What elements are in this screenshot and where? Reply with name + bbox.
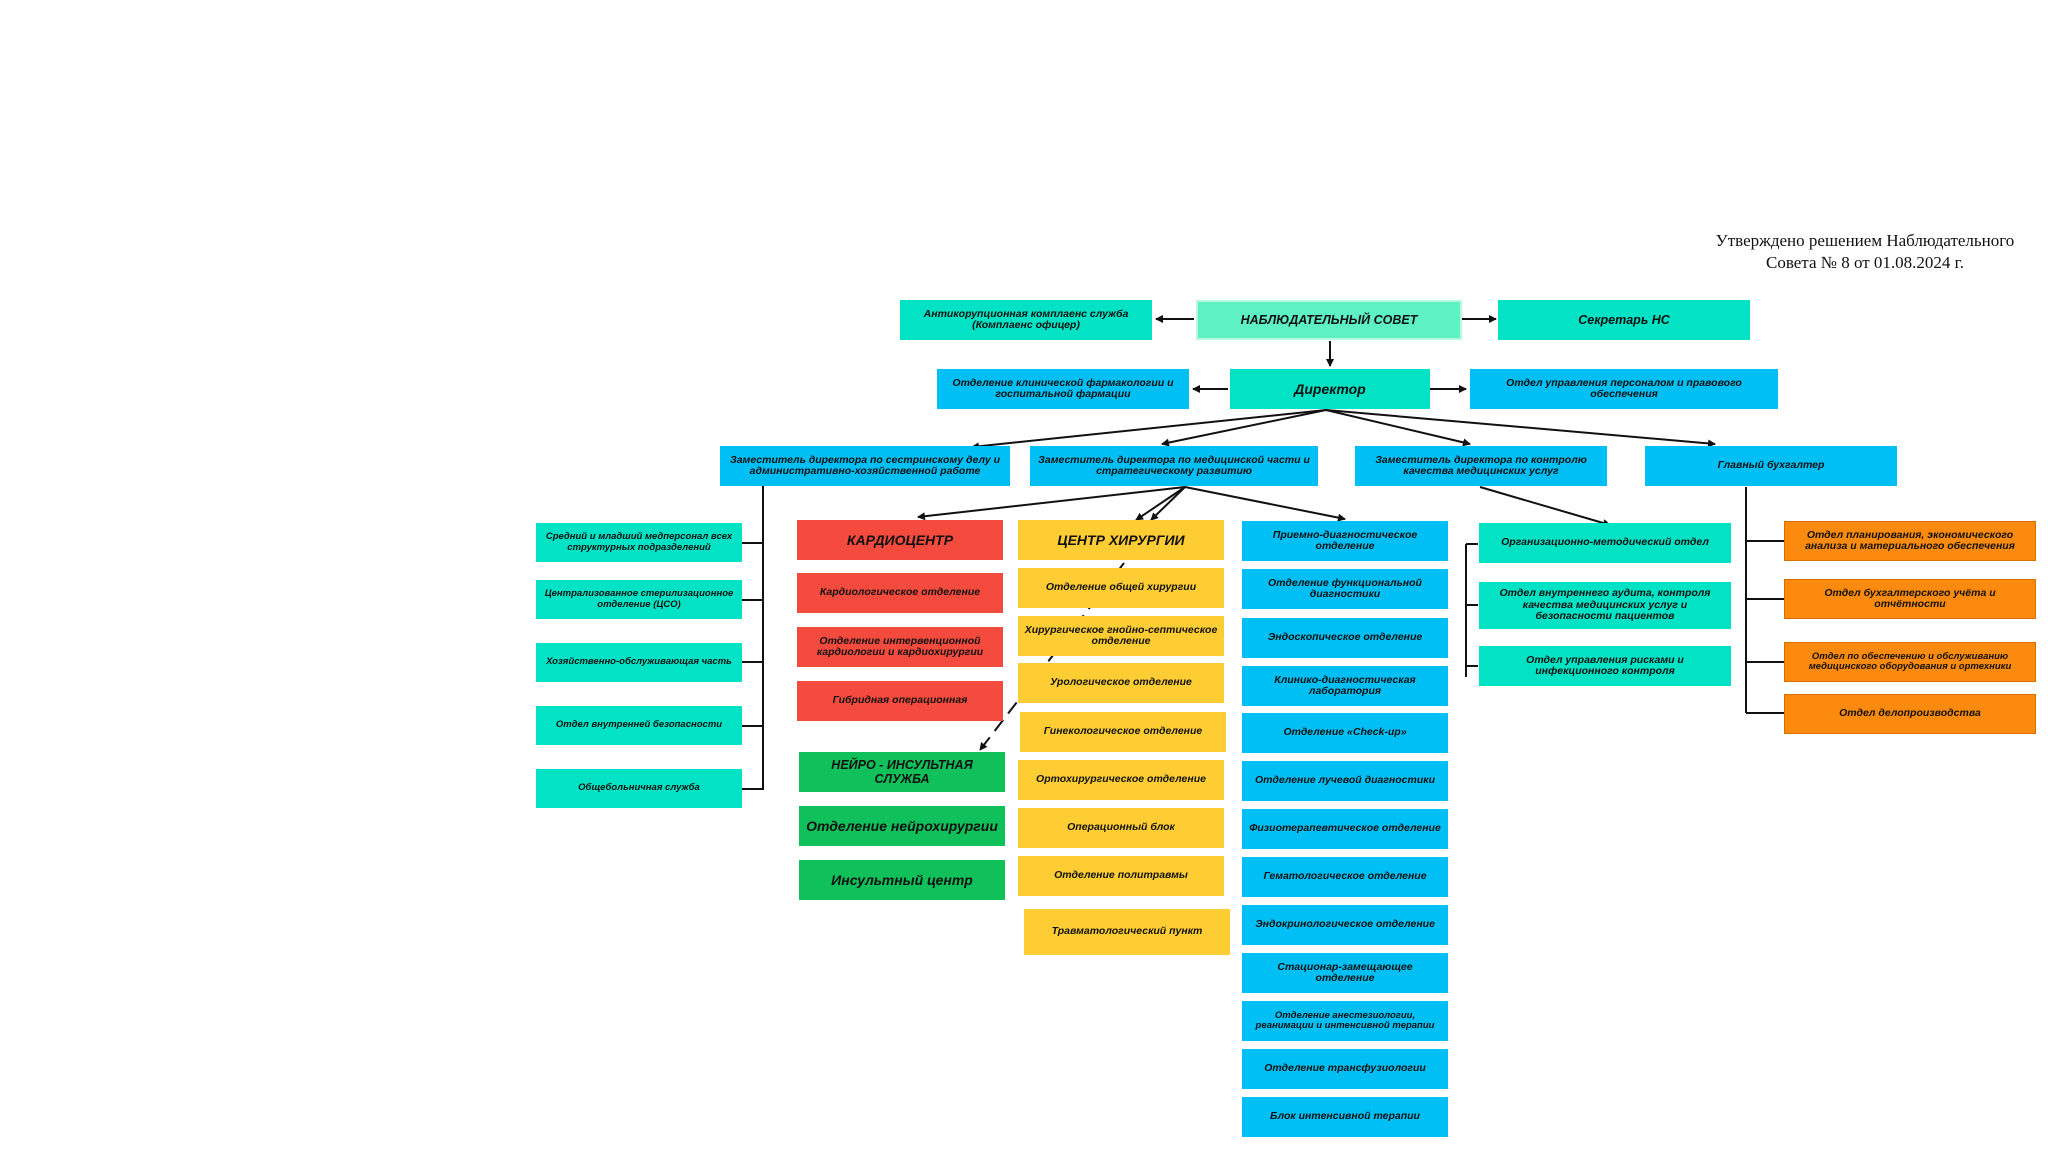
neuro-unit-box: Инсультный центр (799, 860, 1005, 900)
board-secretary-box: Секретарь НС (1498, 300, 1750, 340)
nursing-unit-box: Средний и младший медперсонал всех струк… (536, 523, 742, 562)
quality-unit-box: Отдел управления рисками и инфекционного… (1479, 646, 1731, 686)
cardio-center-title: КАРДИОЦЕНТР (797, 520, 1003, 560)
quality-unit-box: Организационно-методический отдел (1479, 523, 1731, 563)
approval-note: Утверждено решением Наблюдательного Сове… (1660, 230, 2048, 274)
diagnostic-unit-box: Отделение анестезиологии, реанимации и и… (1242, 1001, 1448, 1041)
director-box: Директор (1230, 369, 1430, 409)
cardio-unit-box: Гибридная операционная (797, 681, 1003, 721)
surgery-unit-box: Отделение общей хирургии (1018, 568, 1224, 608)
personnel-box: Отдел управления персоналом и правового … (1470, 369, 1778, 409)
deputy-medical-box: Заместитель директора по медицинской час… (1030, 446, 1318, 486)
chief-accountant-box: Главный бухгалтер (1645, 446, 1897, 486)
diagnostic-unit-box: Отделение лучевой диагностики (1242, 761, 1448, 801)
surgery-unit-box: Травматологический пункт (1024, 909, 1230, 955)
diagnostic-unit-box: Приемно-диагностическое отделение (1242, 521, 1448, 561)
surgery-center-title: ЦЕНТР ХИРУРГИИ (1018, 520, 1224, 560)
approval-line-2: Совета № 8 от 01.08.2024 г. (1766, 253, 1964, 272)
surgery-unit-box: Хирургическое гнойно-септическое отделен… (1018, 616, 1224, 656)
nursing-unit-box: Отдел внутренней безопасности (536, 706, 742, 745)
diagnostic-unit-box: Отделение «Check-up» (1242, 713, 1448, 753)
surgery-unit-box: Отделение политравмы (1018, 856, 1224, 896)
diagnostic-unit-box: Эндокринологическое отделение (1242, 905, 1448, 945)
cardio-unit-box: Кардиологическое отделение (797, 573, 1003, 613)
surgery-unit-box: Ортохирургическое отделение (1018, 760, 1224, 800)
supervisory-board-box: НАБЛЮДАТЕЛЬНЫЙ СОВЕТ (1196, 300, 1462, 340)
surgery-unit-box: Урологическое отделение (1018, 663, 1224, 703)
diagnostic-unit-box: Физиотерапевтическое отделение (1242, 809, 1448, 849)
nursing-unit-box: Общебольничная служба (536, 769, 742, 808)
finance-unit-box: Отдел делопроизводства (1784, 694, 2036, 734)
diagnostic-unit-box: Стационар-замещающее отделение (1242, 953, 1448, 993)
diagnostic-unit-box: Отделение функциональной диагностики (1242, 569, 1448, 609)
neuro-service-title: НЕЙРО - ИНСУЛЬТНАЯ СЛУЖБА (799, 752, 1005, 792)
cardio-unit-box: Отделение интервенционной кардиологии и … (797, 627, 1003, 667)
anticorruption-box: Антикорупционная комплаенс служба (Компл… (900, 300, 1152, 340)
diagnostic-unit-box: Эндоскопическое отделение (1242, 618, 1448, 658)
deputy-quality-box: Заместитель директора по контролю качест… (1355, 446, 1607, 486)
finance-unit-box: Отдел планирования, экономического анали… (1784, 521, 2036, 561)
deputy-nursing-box: Заместитель директора по сестринскому де… (720, 446, 1010, 486)
surgery-unit-box: Гинекологическое отделение (1020, 712, 1226, 752)
nursing-unit-box: Централизованное стерилизационное отделе… (536, 580, 742, 619)
surgery-unit-box: Операционный блок (1018, 808, 1224, 848)
pharmacology-box: Отделение клинической фармакологии и гос… (937, 369, 1189, 409)
diagnostic-unit-box: Гематологическое отделение (1242, 857, 1448, 897)
neuro-unit-box: Отделение нейрохирургии (799, 806, 1005, 846)
quality-unit-box: Отдел внутреннего аудита, контроля качес… (1479, 582, 1731, 629)
diagnostic-unit-box: Клинико-диагностическая лаборатория (1242, 666, 1448, 706)
nursing-unit-box: Хозяйственно-обслуживающая часть (536, 643, 742, 682)
diagnostic-unit-box: Отделение трансфузиологии (1242, 1049, 1448, 1089)
approval-line-1: Утверждено решением Наблюдательного (1715, 231, 2015, 250)
finance-unit-box: Отдел по обеспечению и обслуживанию меди… (1784, 642, 2036, 682)
finance-unit-box: Отдел бухгалтерского учёта и отчётности (1784, 579, 2036, 619)
diagnostic-unit-box: Блок интенсивной терапии (1242, 1097, 1448, 1137)
